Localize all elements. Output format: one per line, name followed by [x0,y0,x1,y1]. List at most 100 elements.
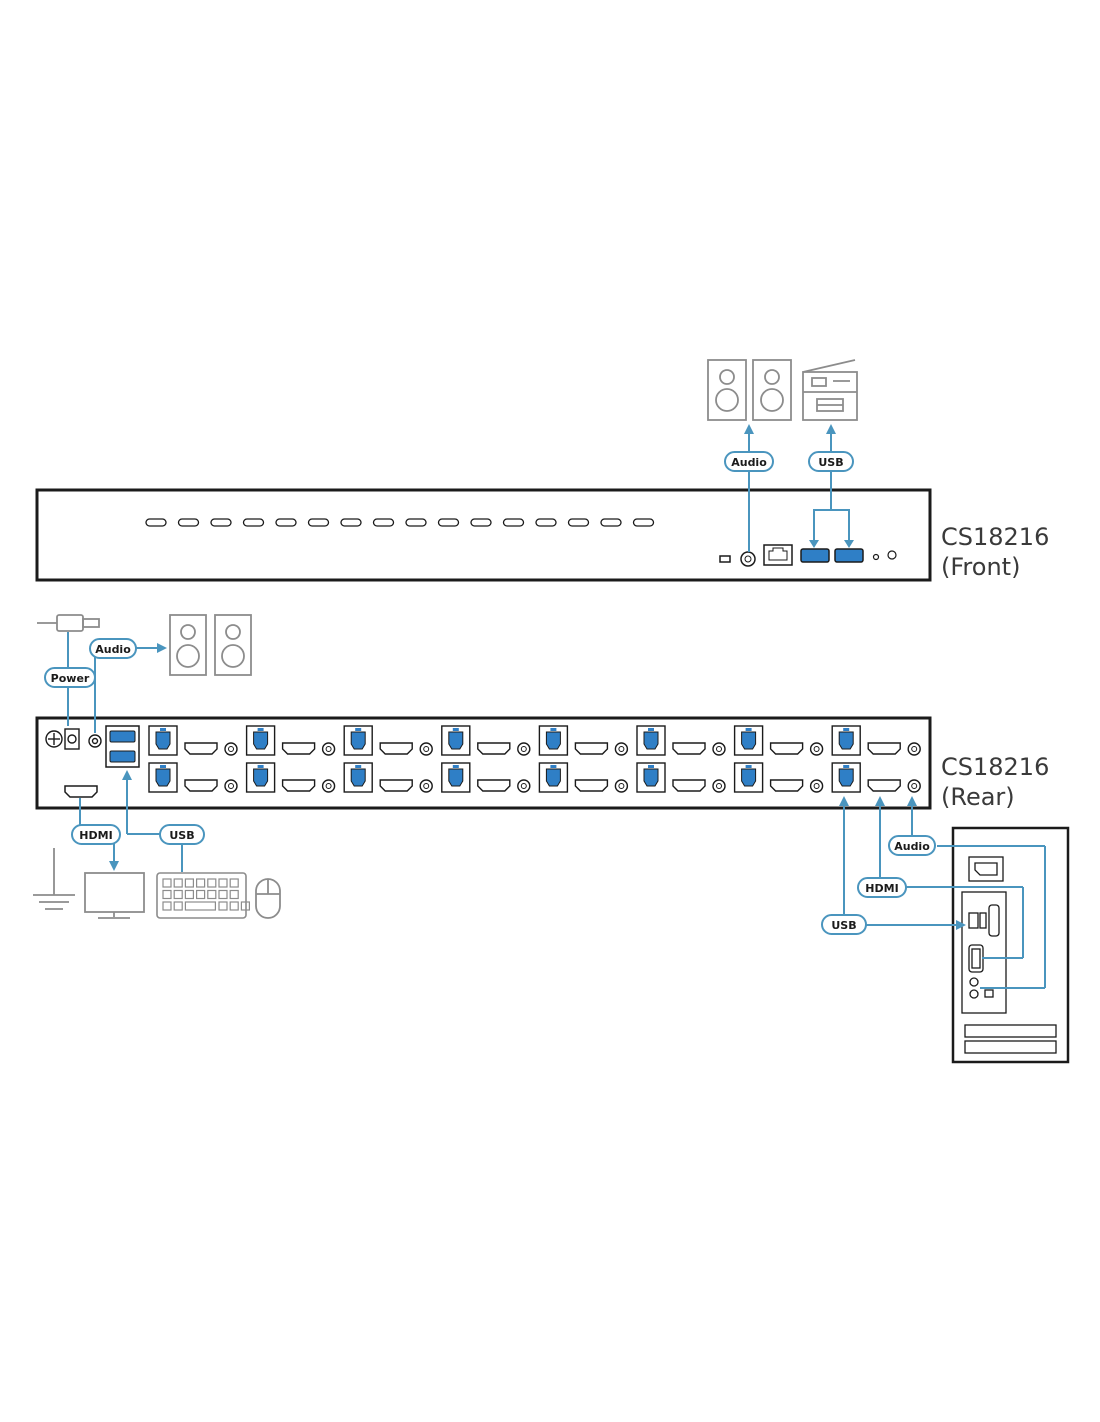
rear-audio-jack-icon [88,734,102,748]
audio-jack-core-icon [618,746,625,752]
audio-jack-icon [517,742,531,756]
audio-jack-core-icon [618,783,625,789]
computer-port-set [343,725,433,756]
audio-jack-core-icon [716,746,722,752]
rear-view-name: (Rear) [941,783,1015,811]
usb-b-insert-icon [448,731,464,750]
hdmi-port-icon [672,779,706,792]
hdmi-port-icon [574,779,609,792]
hdmi-port-icon [769,742,804,755]
usb-b-insert-icon [155,731,171,750]
led-indicator-icon [275,518,297,527]
hdmi-port-icon [867,742,901,755]
led-indicator-icon [437,518,460,527]
hdmi-port-icon [769,779,804,792]
audio-jack-core-icon [325,783,332,789]
usb-b-insert-icon [545,731,561,750]
rear-power-label: Power [44,667,96,688]
keyboard-key-icon [218,901,228,911]
audio-jack-icon [321,742,336,756]
audio-jack-icon [419,742,433,756]
usb-b-insert-icon [253,768,269,787]
audio-jack-core-icon [325,746,332,752]
computer-port-set [636,762,726,793]
keyboard-key-icon [173,901,183,911]
keyboard-key-icon [218,878,228,888]
front-title: CS18216 (Front) [941,522,1049,582]
svg-text:Audio: Audio [731,456,767,469]
led-indicator-icon [405,518,427,527]
svg-text:USB: USB [818,456,843,469]
ground-icon [33,848,75,910]
front-usb-label: USB [808,451,854,472]
audio-jack-core-icon [228,783,234,789]
grounding-screw-icon [45,730,63,748]
audio-jack-core-icon [911,746,918,752]
dc-power-jack-icon [64,728,80,750]
console-hdmi-port-icon [64,785,98,798]
front-view-name: (Front) [941,553,1021,581]
pc-hdmi-label: HDMI [857,877,907,898]
usb-b-insert-icon [545,768,561,787]
keyboard-key-icon [184,878,194,888]
rear-hdmi-label: HDMI [71,824,121,845]
computer-port-set [441,762,531,793]
usb-b-tab-icon [648,765,654,768]
front-ports [719,544,897,567]
computer-port-set [733,762,824,793]
led-indicator-icon [372,518,395,527]
audio-jack-icon [809,779,824,793]
hdmi-port-icon [477,779,511,792]
led-indicator-icon [307,518,330,527]
led-indicator-icon [340,518,362,527]
ethernet-port-icon [763,544,793,566]
computer-port-set [538,762,629,793]
usb-b-tab-icon [160,765,166,768]
rear-panel [35,716,932,810]
usb-b-tab-icon [843,765,850,768]
pc-audio-label: Audio [888,835,936,856]
computer-port-set [636,725,726,756]
computer-port-set [148,725,238,756]
keyboard-key-icon [162,878,172,888]
usb-b-insert-icon [741,768,757,787]
usb-b-tab-icon [550,765,557,768]
hdmi-port-icon [281,742,316,755]
power-plug-icon [37,614,100,632]
usb-b-tab-icon [355,765,362,768]
usb-b-insert-icon [838,731,854,750]
rear-usb-label: USB [159,824,205,845]
computer-port-sets [148,725,921,793]
audio-jack-core-icon [228,746,234,752]
keyboard-key-icon [196,889,206,900]
computer-port-set [343,762,433,793]
front-audio-label: Audio [724,451,774,472]
computer-port-set [441,725,531,756]
audio-jack-icon [517,779,531,793]
computer-port-set [733,725,824,756]
hdmi-port-icon [672,742,706,755]
usb-b-insert-icon [253,731,269,750]
keyboard-key-icon [184,889,194,900]
printer-icon [802,359,858,421]
hdmi-port-icon [574,742,609,755]
computer-connectors [839,796,1046,989]
led-indicator-icon [210,518,232,527]
svg-text:HDMI: HDMI [79,829,112,842]
front-speakers-icon [707,359,792,421]
keyboard-key-icon [162,889,172,900]
audio-jack-icon [614,779,629,793]
led-indicator-icon [567,518,590,527]
keyboard-key-icon [229,878,239,888]
led-indicator-icon [242,518,265,527]
audio-jack-core-icon [520,746,527,752]
audio-jack-icon [907,779,921,793]
front-usb-port-2-icon [834,548,864,563]
svg-text:Audio: Audio [95,643,131,656]
computer-tower-icon [951,826,1070,1064]
svg-text:Audio: Audio [894,840,930,853]
usb-b-tab-icon [160,728,166,731]
rear-speakers-icon [169,614,252,676]
audio-jack-icon [712,742,726,756]
audio-jack-core-icon [813,746,820,752]
